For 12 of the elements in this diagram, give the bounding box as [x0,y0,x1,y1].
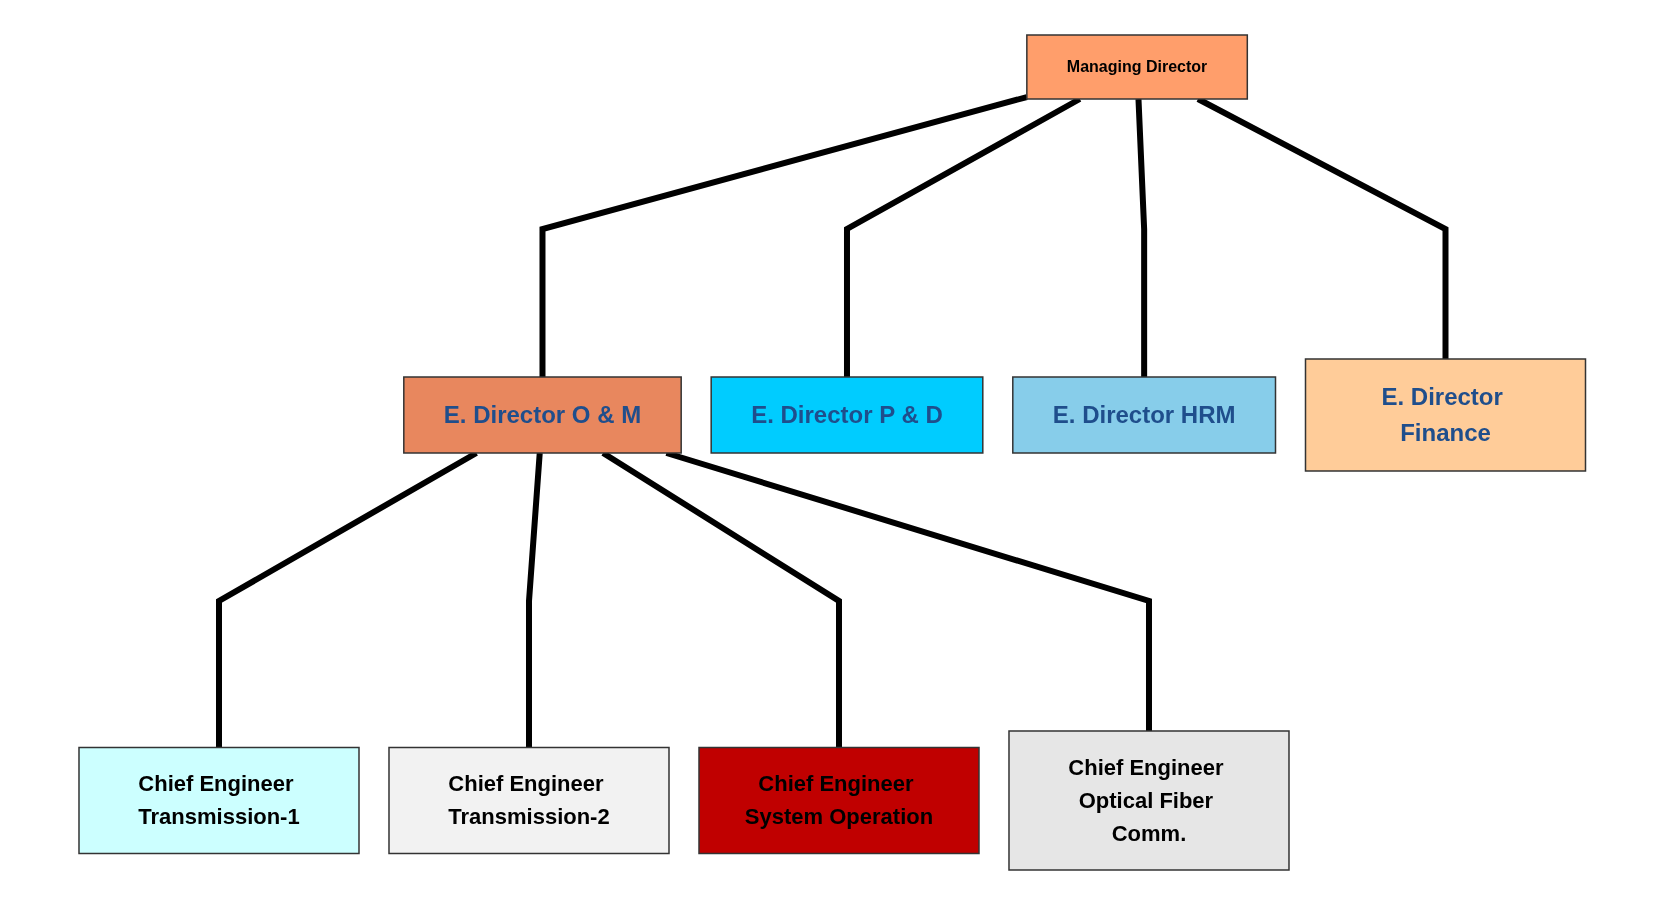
node-box: Chief Engineer Optical Fiber Comm. [1008,730,1290,871]
node-box: Chief Engineer Transmission-1 [78,746,360,855]
node-box: Chief Engineer System Operation [698,746,980,855]
node-box: E. Director HRM [1011,376,1276,454]
node-box: Managing Director [1025,34,1248,100]
node-box: E. Director P & D [710,376,984,454]
connector [525,452,543,748]
node-box: E. Director Finance [1304,358,1586,472]
connector [1135,98,1147,377]
node-box: Chief Engineer Transmission-2 [388,746,670,855]
connector [539,94,1028,377]
node-box: E. Director O & M [402,376,682,454]
